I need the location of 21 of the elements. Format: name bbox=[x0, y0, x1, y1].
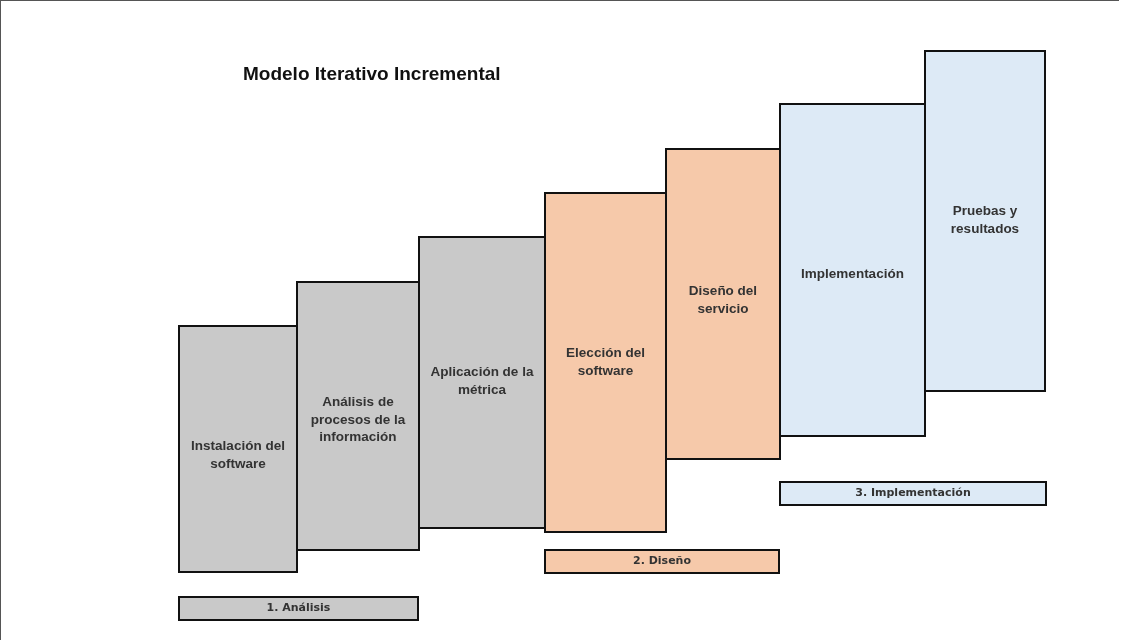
diagram-title: Modelo Iterativo Incremental bbox=[243, 63, 501, 85]
step-label: Pruebas y resultados bbox=[949, 202, 1021, 238]
phase-bar bbox=[544, 549, 780, 574]
phase-label: 3. Implementación bbox=[855, 486, 971, 501]
step-label: Implementación bbox=[800, 265, 905, 283]
phase-label: 2. Diseño bbox=[633, 554, 691, 569]
step-label: Aplicación de la métrica bbox=[429, 363, 535, 399]
phase-bar bbox=[178, 596, 419, 621]
step-box bbox=[544, 192, 667, 533]
step-label: Elección del software bbox=[565, 344, 646, 380]
step-label: Diseño del servicio bbox=[687, 282, 759, 318]
phase-bar bbox=[779, 481, 1047, 506]
step-box bbox=[178, 325, 298, 573]
step-box bbox=[665, 148, 781, 460]
step-box bbox=[779, 103, 926, 437]
phase-label: 1. Análisis bbox=[266, 601, 331, 616]
step-box bbox=[296, 281, 420, 551]
step-box bbox=[418, 236, 546, 529]
step-label: Análisis de procesos de la información bbox=[309, 393, 407, 446]
step-box bbox=[924, 50, 1046, 392]
step-label: Instalación del software bbox=[190, 437, 286, 473]
